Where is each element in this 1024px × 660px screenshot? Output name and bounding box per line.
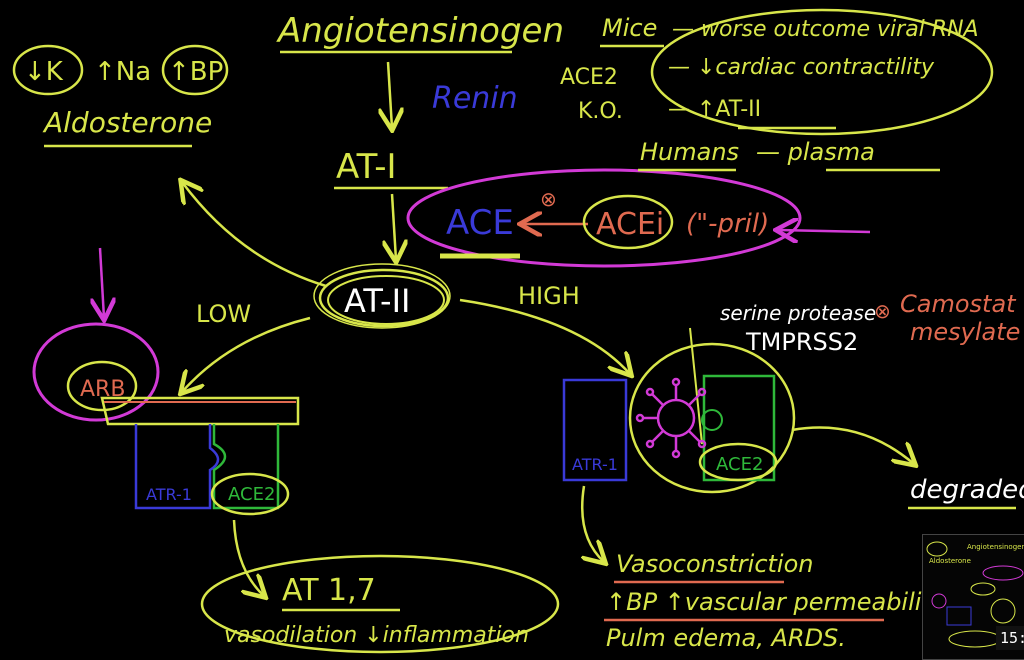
thumb-at17-circle xyxy=(948,630,1002,648)
at17-label: AT 1,7 xyxy=(282,573,376,608)
arrow-to-at17 xyxy=(232,519,264,596)
at2-circle-2 xyxy=(327,275,445,325)
ace-group: ACE ⊗ ACEi ("-pril) xyxy=(406,168,871,268)
atr1-right-label: ATR-1 xyxy=(572,455,618,474)
effect-bp-permeability: ↑BP ↑vascular permeability xyxy=(606,588,946,616)
ace2-receptor-left xyxy=(212,424,280,510)
protease-label-1: serine protease xyxy=(720,301,876,325)
at2-circle-1 xyxy=(318,268,450,328)
at1-label: AT-I xyxy=(336,147,397,187)
cell-circle xyxy=(628,342,796,494)
acei-label: ACEi xyxy=(596,207,664,242)
humans-label: Humans xyxy=(640,138,739,166)
aldosterone-group: ↓K ↑Na ↑BP Aldosterone xyxy=(12,44,229,148)
arrow-to-vasoconstriction xyxy=(582,485,604,562)
thumb-angiotensinogen-label: Angiotensinogen xyxy=(967,543,1024,551)
thumb-ace-circle xyxy=(982,565,1024,581)
bp-label: ↑BP xyxy=(168,57,223,87)
atr1-left-label: ATR-1 xyxy=(146,485,192,504)
pril-label: ("-pril) xyxy=(686,209,769,239)
atr1-receptor-left xyxy=(134,424,220,510)
protease-label-2: TMPRSS2 xyxy=(745,328,858,356)
at17-circle xyxy=(200,554,560,654)
at2-label: AT-II xyxy=(344,282,410,320)
arrow-low xyxy=(182,316,311,392)
arrow-at1-to-at2 xyxy=(392,193,396,260)
ace-magenta-circle xyxy=(406,168,802,268)
bp-circle xyxy=(161,44,229,96)
na-label: ↑Na xyxy=(94,57,151,87)
thumb-cell-circle xyxy=(990,598,1016,624)
ace2-right-circle xyxy=(698,442,778,482)
arb-magenta-arrow xyxy=(100,247,104,318)
arrow-angiotensinogen-to-at1 xyxy=(388,61,392,128)
arrow-high xyxy=(459,298,630,374)
arb-magenta-circle xyxy=(32,322,160,422)
acei-circle xyxy=(582,194,674,250)
arrow-at2-to-aldosterone xyxy=(182,182,327,288)
low-effects-label: vasodilation ↓inflammation xyxy=(224,623,529,648)
thumb-receptor xyxy=(946,606,972,626)
timestamp-badge: 15: xyxy=(996,626,1024,650)
mice-notes: Mice — worse outcome viral RNA ACE2 K.O.… xyxy=(560,8,994,172)
effect-vasoconstriction: Vasoconstriction xyxy=(616,550,813,578)
mice-line3: — ↑AT-II xyxy=(668,97,761,122)
ace-label: ACE xyxy=(446,203,514,243)
ace2-left-circle xyxy=(210,472,290,516)
ace2-ko-label: ACE2 xyxy=(560,65,618,90)
high-label: HIGH xyxy=(518,282,580,310)
arb-yellow-circle xyxy=(66,360,138,412)
mice-line1: — worse outcome viral RNA xyxy=(672,17,979,42)
camostat-inhibit-symbol: ⊗ xyxy=(874,299,891,323)
at2-circle-3 xyxy=(313,263,451,329)
low-path: LOW ARB ATR-1 ACE2 AT 1,7 vasodilation ↓… xyxy=(32,247,560,654)
thumb-at2-circle xyxy=(970,582,996,596)
ace-inhibit-symbol: ⊗ xyxy=(540,187,557,211)
atr1-receptor-right xyxy=(562,378,628,482)
angiotensinogen-label: Angiotensinogen xyxy=(276,11,564,51)
low-label: LOW xyxy=(196,300,251,328)
plasma-label: — plasma xyxy=(756,138,875,166)
mice-circle xyxy=(650,8,994,136)
degraded-label: degraded xyxy=(910,475,1024,505)
mesylate-label: mesylate xyxy=(910,318,1020,346)
camostat-label: Camostat xyxy=(900,290,1017,318)
thumb-aldosterone-label: Aldosterone xyxy=(929,557,971,565)
mice-label: Mice xyxy=(602,14,657,42)
aldosterone-label: Aldosterone xyxy=(42,106,212,139)
mice-line2: — ↓cardiac contractility xyxy=(668,55,935,80)
spike-binding-circle xyxy=(701,409,723,431)
k-circle xyxy=(12,44,84,96)
membrane-left xyxy=(100,396,300,426)
effect-edema-ards: Pulm edema, ARDS. xyxy=(606,624,846,652)
pril-pointer-arrow xyxy=(778,230,871,232)
virus-icon xyxy=(635,377,707,459)
at2-group: AT-II xyxy=(182,182,451,329)
thumb-arb-circle xyxy=(931,593,947,609)
k-label: ↓K xyxy=(24,57,64,87)
renin-label: Renin xyxy=(432,81,518,116)
ace2-left-label: ACE2 xyxy=(228,484,275,505)
ko-label: K.O. xyxy=(578,99,623,124)
high-path: HIGH serine protease TMPRSS2 ⊗ Camostat … xyxy=(459,282,1024,652)
thumb-aldosterone-circle xyxy=(926,541,948,557)
ace2-right-label: ACE2 xyxy=(716,454,763,475)
arrow-to-degraded xyxy=(791,426,914,464)
